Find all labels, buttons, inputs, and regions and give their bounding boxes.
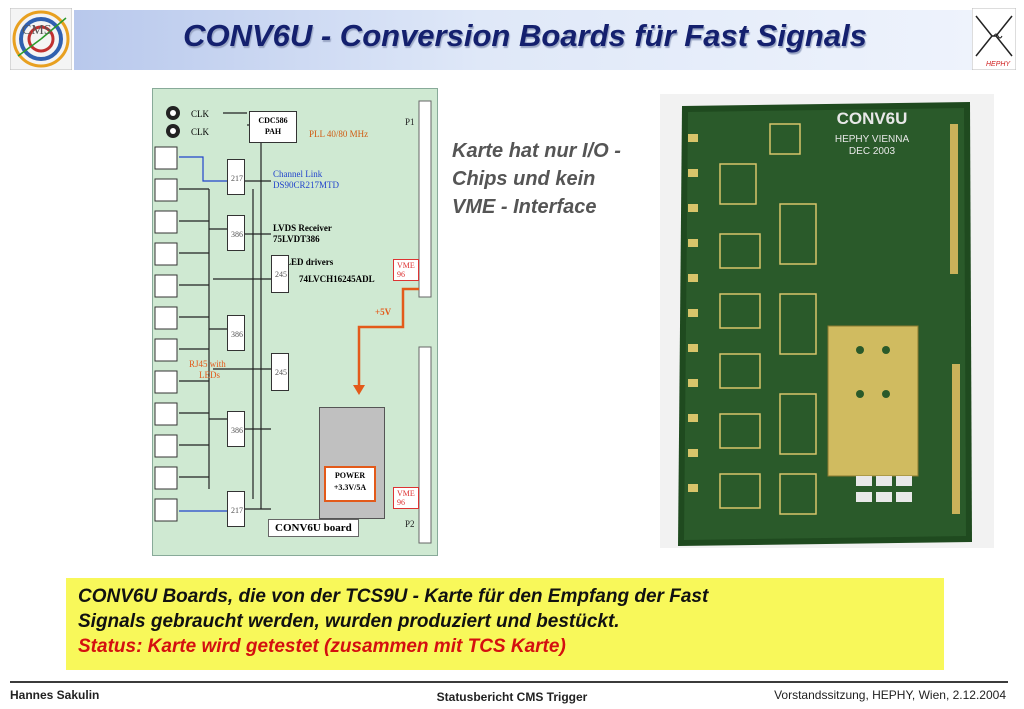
vme-connector-bottom: VME 96	[393, 487, 419, 509]
title-bar: CONV6U - Conversion Boards für Fast Sign…	[74, 10, 976, 70]
status-line: Status: Karte wird getestet (zusammen mi…	[78, 636, 566, 657]
pcb-label-conv6u: CONV6U	[837, 109, 908, 128]
pcb-photo-drawing: CONV6U HEPHY VIENNA DEC 2003	[678, 102, 972, 546]
connector-p1-label: P1	[405, 117, 415, 127]
footer-event: Vorstandssitzung, HEPHY, Wien, 2.12.2004	[774, 688, 1006, 702]
note-line-2: Chips und kein	[452, 168, 596, 190]
rj45-label: RJ45 with	[189, 359, 226, 369]
slide-header: CMS CONV6U - Conversion Boards für Fast …	[8, 7, 1018, 72]
chip-245-1: 245	[271, 255, 289, 293]
footer-author: Hannes Sakulin	[10, 688, 100, 702]
summary-line-2: Signals gebraucht werden, wurden produzi…	[78, 611, 620, 632]
conv6u-schematic: CLK CLK CDC586 PAH PLL 40/80 MHz P1 P2 C…	[152, 88, 438, 556]
chip-386-1: 386	[227, 215, 245, 251]
footer-divider	[10, 681, 1008, 683]
lvds-receiver-label: LVDS Receiver	[273, 223, 332, 233]
chip-217-top: 217	[227, 159, 245, 195]
note-line-3: VME - Interface	[452, 196, 597, 218]
chip-386-3: 386	[227, 411, 245, 447]
slide-title: CONV6U - Conversion Boards für Fast Sign…	[183, 18, 867, 53]
power-spec: +3.3V/5A	[333, 483, 367, 492]
clk-label-2: CLK	[191, 127, 209, 137]
plus-5v-label: +5V	[375, 307, 392, 317]
clk-label-1: CLK	[191, 109, 209, 119]
cms-logo-text: CMS	[22, 23, 52, 38]
board-name-label: CONV6U board	[268, 519, 359, 537]
summary-box: CONV6U Boards, die von der TCS9U - Karte…	[66, 578, 944, 670]
lvds-receiver-part: 75LVDT386	[273, 234, 320, 244]
channel-link-part: DS90CR217MTD	[273, 180, 340, 190]
led-drivers-label: LED drivers	[285, 257, 334, 267]
chip-217-bottom: 217	[227, 491, 245, 527]
pcb-label-hephy: HEPHY VIENNA	[835, 134, 910, 145]
cdc586-chip: CDC586 PAH	[249, 111, 297, 143]
vme-connector-top: VME 96	[393, 259, 419, 281]
board-photo: CONV6U HEPHY VIENNA DEC 2003	[660, 94, 994, 548]
cms-logo: CMS	[9, 7, 73, 71]
cdc586-sublabel: PAH	[264, 127, 282, 136]
connector-p2-label: P2	[405, 519, 415, 529]
side-note: Karte hat nur I/O - Chips und kein VME -…	[452, 137, 662, 221]
power-label: POWER	[334, 471, 366, 480]
power-label-box: POWER +3.3V/5A	[324, 466, 376, 502]
hephy-logo-text: HEPHY	[986, 61, 1011, 68]
cdc586-label: CDC586	[258, 116, 288, 125]
pcb-label-date: DEC 2003	[849, 146, 896, 157]
pll-label: PLL 40/80 MHz	[309, 129, 369, 139]
power-module: POWER +3.3V/5A	[319, 407, 385, 519]
hephy-logo: HEPHY	[971, 7, 1017, 71]
schematic-wiring	[154, 100, 432, 544]
footer-title: Statusbericht CMS Trigger	[436, 690, 588, 704]
chip-386-2: 386	[227, 315, 245, 351]
led-drivers-part: 74LVCH16245ADL	[299, 274, 375, 284]
rj45-leds-label: LEDs	[199, 370, 220, 380]
summary-line-1: CONV6U Boards, die von der TCS9U - Karte…	[78, 586, 709, 607]
chip-245-2: 245	[271, 353, 289, 391]
note-line-1: Karte hat nur I/O -	[452, 140, 621, 162]
channel-link-label: Channel Link	[273, 169, 323, 179]
